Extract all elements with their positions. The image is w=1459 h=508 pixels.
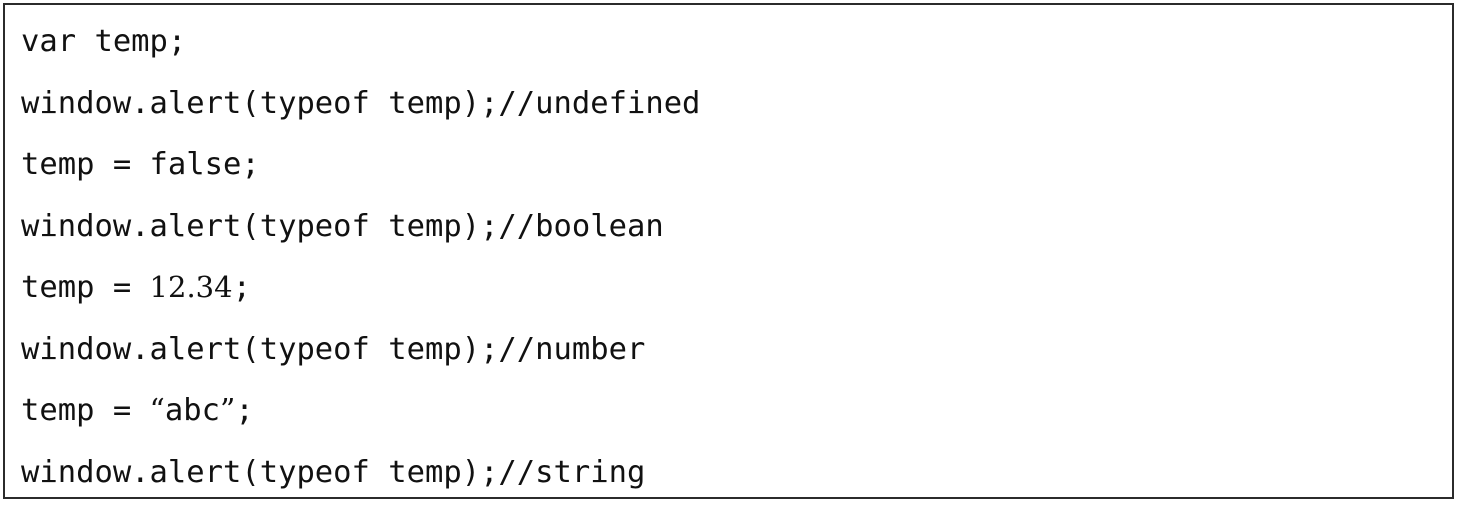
code-line: temp = false; (21, 134, 1448, 196)
code-text: temp = (21, 270, 150, 305)
code-text: temp = (21, 393, 150, 428)
curly-quote-glyph: ” (219, 393, 236, 428)
code-listing: var temp; window.alert(typeof temp);//und… (21, 11, 1448, 495)
code-line: window.alert(typeof temp);//string (21, 442, 1448, 504)
code-text: window.alert(typeof temp);//undefined (21, 85, 701, 121)
code-text: window.alert(typeof temp);//string (21, 454, 646, 490)
code-line: var temp; (21, 11, 1448, 73)
code-line: temp = “abc”; (21, 380, 1448, 442)
code-text: var temp; (21, 24, 187, 59)
code-text: window.alert(typeof temp);//number (21, 331, 646, 367)
code-text: abc (164, 393, 220, 428)
curly-quote-glyph: “ (149, 393, 165, 428)
code-text: temp = false; (21, 147, 260, 182)
code-text: ; (232, 270, 251, 305)
code-line: window.alert(typeof temp);//undefined (21, 73, 1448, 135)
code-frame: var temp; window.alert(typeof temp);//und… (3, 3, 1454, 499)
code-line: window.alert(typeof temp);//boolean (21, 196, 1448, 258)
code-line: window.alert(typeof temp);//number (21, 319, 1448, 381)
code-line: temp = 12.34; (21, 257, 1448, 319)
code-text: ; (235, 393, 254, 428)
code-text: window.alert(typeof temp);//boolean (21, 208, 664, 244)
numeric-literal: 12.34 (149, 270, 233, 304)
